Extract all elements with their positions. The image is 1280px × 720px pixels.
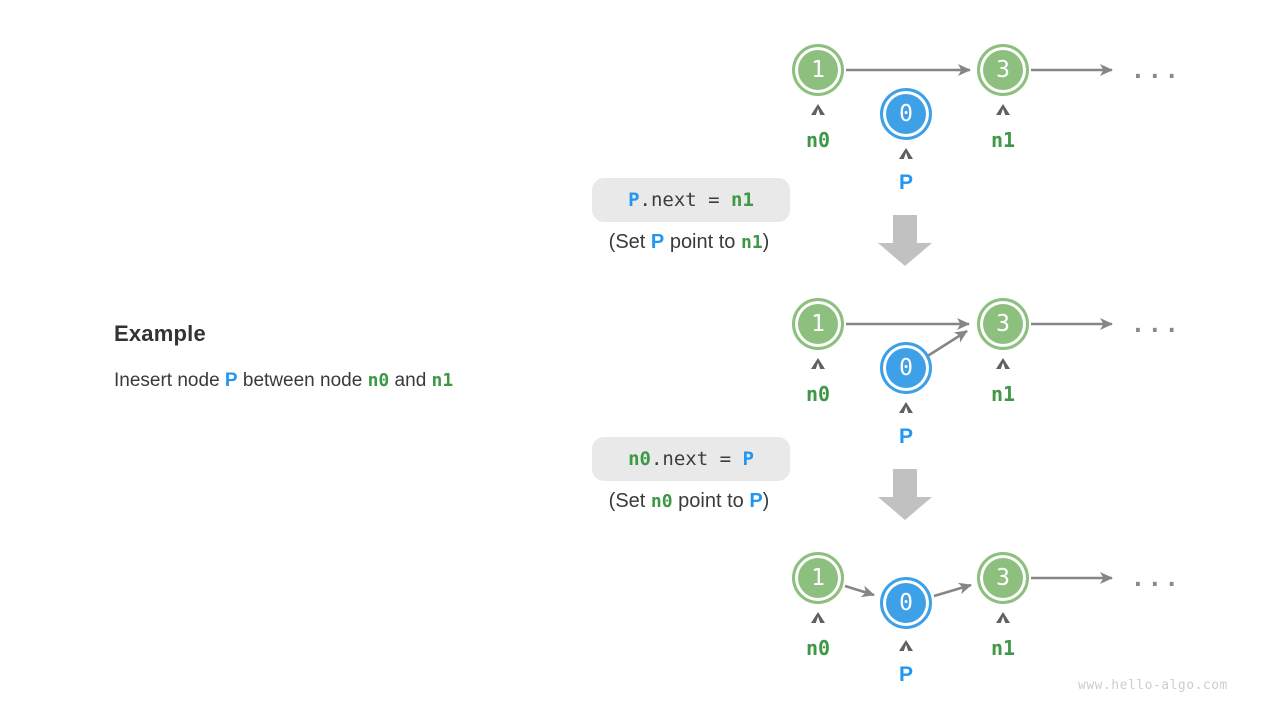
code-box-step2: n0.next = P: [592, 437, 790, 481]
step-down-arrow: [878, 215, 932, 266]
arrow-p-to-n1: [933, 582, 972, 598]
code-rhs: P: [742, 448, 754, 470]
pointer-label-n1: n1: [990, 128, 1016, 152]
example-heading: Example: [114, 321, 206, 346]
ellipsis: ...: [1131, 58, 1182, 84]
node-value: 3: [996, 565, 1010, 591]
node-n1-reference: n1: [431, 370, 454, 391]
node-value: 1: [811, 311, 825, 337]
node-circle-p: 0: [880, 342, 932, 394]
code-rhs: n1: [731, 189, 754, 211]
node-value: 3: [996, 311, 1010, 337]
node-n0-reference: n0: [367, 370, 390, 391]
code-lhs: P: [628, 189, 640, 211]
node-circle-p: 0: [880, 577, 932, 629]
pointer-caret-icon: [899, 640, 913, 651]
node-value: 1: [811, 565, 825, 591]
caption-step1: (Set P point to n1): [609, 231, 770, 254]
caption-ref-p: P: [650, 231, 665, 253]
arrow-p-to-n1: [925, 329, 968, 359]
description-text: between node: [237, 370, 368, 391]
description-text: and: [389, 370, 432, 391]
node-circle-n1: 3: [977, 44, 1029, 96]
caption-step2: (Set n0 point to P): [609, 490, 770, 513]
code-mid: .next =: [639, 189, 732, 211]
caption-ref-p: P: [749, 490, 763, 512]
node-circle-p: 0: [880, 88, 932, 140]
node-p-reference: P: [224, 370, 238, 391]
node-circle-n1: 3: [977, 298, 1029, 350]
ellipsis: ...: [1131, 566, 1182, 592]
pointer-caret-icon: [899, 148, 913, 159]
example-description: Inesert node P between node n0 and n1: [114, 370, 453, 392]
pointer-caret-icon: [811, 104, 825, 115]
pointer-caret-icon: [996, 612, 1010, 623]
pointer-label-n1: n1: [990, 382, 1016, 406]
pointer-caret-icon: [899, 402, 913, 413]
caption-text: ): [762, 231, 770, 253]
code-lhs: n0: [628, 448, 651, 470]
watermark: www.hello-algo.com: [1078, 678, 1228, 693]
pointer-label-n0: n0: [805, 382, 831, 406]
step-down-arrow: [878, 469, 932, 520]
node-circle-n0: 1: [792, 298, 844, 350]
node-value: 0: [899, 590, 913, 616]
pointer-label-p: P: [898, 171, 914, 194]
node-value: 0: [899, 355, 913, 381]
code-mid: .next =: [650, 448, 743, 470]
pointer-caret-icon: [811, 358, 825, 369]
caption-ref-n0: n0: [650, 491, 673, 512]
pointer-label-n1: n1: [990, 636, 1016, 660]
node-circle-n0: 1: [792, 552, 844, 604]
pointer-caret-icon: [811, 612, 825, 623]
pointer-label-n0: n0: [805, 636, 831, 660]
node-value: 0: [899, 101, 913, 127]
ellipsis: ...: [1131, 312, 1182, 338]
pointer-label-p: P: [898, 663, 914, 686]
caption-ref-n1: n1: [740, 232, 763, 253]
pointer-label-n0: n0: [805, 128, 831, 152]
caption-text: (Set: [608, 231, 651, 253]
code-box-step1: P.next = n1: [592, 178, 790, 222]
pointer-label-p: P: [898, 425, 914, 448]
node-circle-n0: 1: [792, 44, 844, 96]
caption-text: (Set: [608, 490, 651, 512]
node-value: 3: [996, 57, 1010, 83]
node-value: 1: [811, 57, 825, 83]
pointer-caret-icon: [996, 104, 1010, 115]
caption-text: ): [762, 490, 770, 512]
caption-text: point to: [664, 231, 741, 253]
node-circle-n1: 3: [977, 552, 1029, 604]
caption-text: point to: [672, 490, 750, 512]
description-text: Inesert node: [114, 370, 225, 391]
pointer-caret-icon: [996, 358, 1010, 369]
arrow-n0-to-p: [844, 584, 875, 598]
